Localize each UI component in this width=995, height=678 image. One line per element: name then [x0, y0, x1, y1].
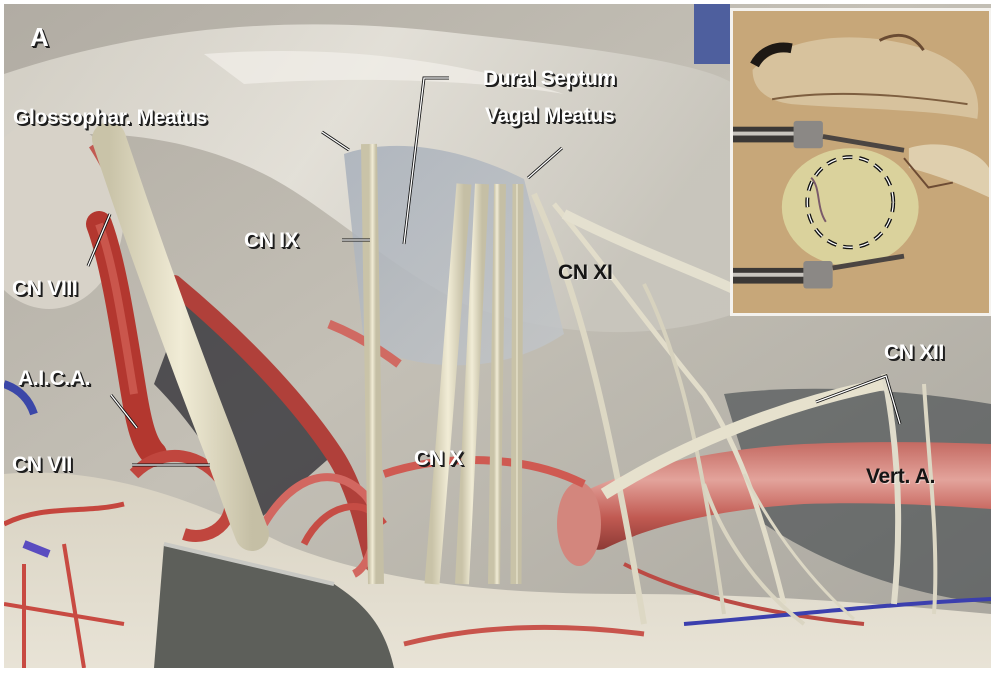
cn-viii-label: CN VIII — [12, 277, 78, 300]
cn-x-label: CN X — [414, 447, 463, 470]
cn-xii-label: CN XII — [884, 341, 945, 364]
cn-xi-label: CN XI — [558, 261, 613, 284]
leader-lines — [86, 76, 902, 467]
glossopharyngeal-meatus-label: Glossophar. Meatus — [13, 106, 208, 129]
cn-vii-label: CN VII — [12, 453, 73, 476]
vertebral-artery-label: Vert. A. — [866, 465, 936, 488]
inset-surgical-view — [730, 8, 991, 316]
panel-letter-label: A — [30, 22, 49, 52]
inset-scene — [733, 11, 989, 313]
aica-label: A.I.C.A. — [18, 367, 91, 390]
dural-septum-label: Dural Septum — [483, 67, 616, 90]
dissection-photo: A Glossophar. Meatus Dural Septum Vagal … — [4, 4, 991, 668]
vagal-meatus-label: Vagal Meatus — [485, 104, 615, 127]
cn-ix-label: CN IX — [244, 229, 299, 252]
